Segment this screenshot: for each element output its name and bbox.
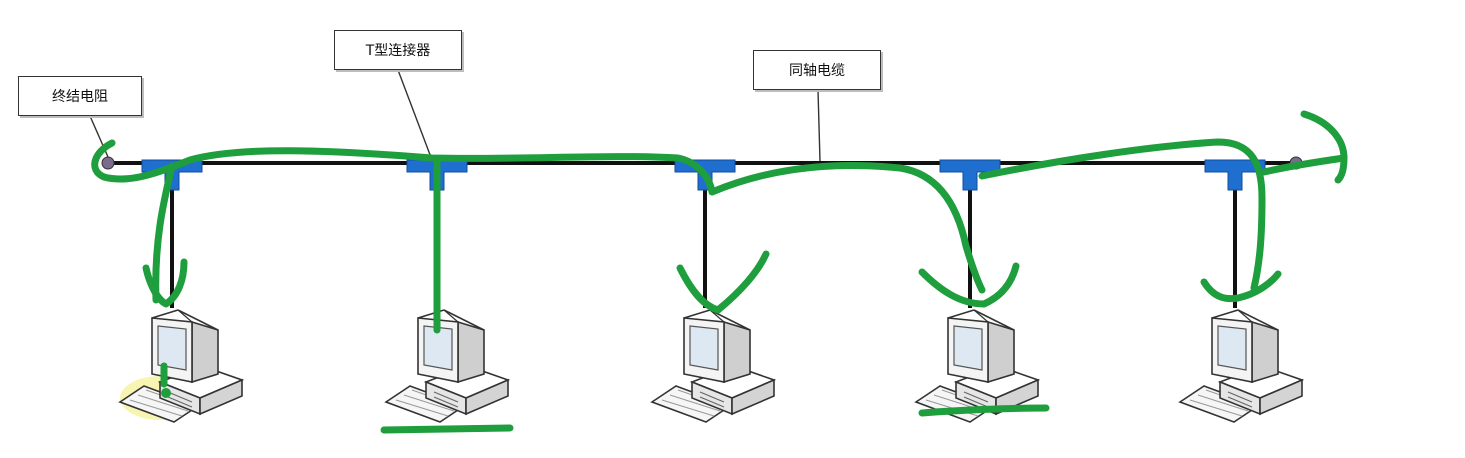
green-stroke-arrow-5: [1200, 270, 1282, 303]
green-stroke-branch-1: [152, 162, 176, 304]
green-stroke-arrow-3: [676, 250, 770, 314]
computer-2: [385, 309, 509, 423]
green-stroke-end-hook: [1300, 110, 1348, 184]
terminator-label: 终结电阻: [18, 76, 142, 116]
green-stroke-arrow-1: [142, 258, 188, 308]
green-stroke-arrow-4: [918, 262, 1020, 308]
green-stroke-underline-4: [918, 404, 1050, 417]
green-stroke-main: [91, 139, 986, 294]
leader-coax: [817, 89, 821, 162]
green-dot-marker: [161, 388, 171, 398]
terminator-left: [101, 156, 115, 170]
computer-5: [1179, 309, 1303, 423]
computer-3: [651, 309, 775, 423]
computer-1: [119, 309, 243, 423]
coaxial-cable-label: 同轴电缆: [753, 50, 881, 90]
leader-t-connector: [397, 69, 433, 161]
t-connector-label: T型连接器: [334, 30, 462, 70]
green-annotations: [91, 110, 1348, 434]
green-stroke-end: [1260, 154, 1348, 176]
green-stroke-right: [978, 138, 1266, 292]
green-stroke-underline-2: [380, 424, 514, 434]
